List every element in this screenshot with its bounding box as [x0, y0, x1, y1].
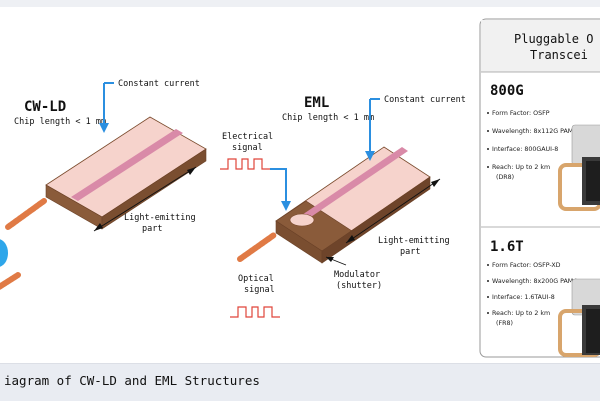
osfp-module-image	[558, 124, 600, 211]
cwld-current-arrowhead	[99, 123, 109, 133]
osfp-xd-module-image	[558, 278, 600, 357]
eml-signal-arrowhead	[281, 201, 291, 211]
bullet-icon	[487, 296, 489, 298]
bullet-icon	[487, 166, 489, 168]
card-800g-row-reach-note: (DR8)	[496, 174, 514, 181]
card-800g-row-reach: Reach: Up to 2 km	[492, 164, 550, 171]
card-1-6t-row-reach-note: (FR8)	[496, 320, 513, 327]
cwld-length-arrow-head-a	[94, 223, 103, 231]
cwld-diagram: CW-LD Chip length < 1 mm Constant curren…	[0, 79, 207, 291]
figure-caption: iagram of CW-LD and EML Structures	[4, 373, 260, 388]
card-1-6t-row-reach: Reach: Up to 2 km	[492, 310, 550, 317]
diagram-svg: CW-LD Chip length < 1 mm Constant curren…	[0, 18, 600, 358]
bullet-icon	[487, 130, 489, 132]
eml-electrical-waveform	[220, 158, 270, 170]
card-section-1-6t: 1.6T Form Factor: OSFP-XD Wavelength: 8x…	[487, 239, 600, 357]
card-section-800g: 800G Form Factor: OSFP Wavelength: 8x112…	[487, 83, 600, 211]
eml-optical-signal-line2: signal	[244, 285, 275, 295]
eml-modulator-pointer-head	[326, 257, 334, 262]
card-800g-row-wavelength: Wavelength: 8x112G PAM4	[492, 128, 577, 135]
eml-length-arrow	[345, 178, 441, 244]
cwld-light-emitting-line2: part	[142, 224, 162, 234]
card-header-line1: Pluggable O	[514, 32, 593, 46]
bullet-icon	[487, 312, 489, 314]
card-gen-1-6t: 1.6T	[490, 239, 524, 255]
eml-optical-waveform	[230, 306, 280, 318]
cwld-length-arrow	[93, 166, 197, 232]
eml-title: EML	[304, 95, 329, 111]
eml-length-arrow-head-a	[346, 235, 355, 243]
card-header-line2: Transcei	[530, 48, 588, 62]
cwld-chip-side	[101, 148, 207, 230]
cwld-title: CW-LD	[24, 99, 66, 115]
cwld-length-arrow-head-b	[187, 167, 196, 175]
eml-modulator-line2: (shutter)	[336, 281, 382, 291]
eml-light-emitting-line2: part	[400, 247, 420, 257]
cwld-chip-length: Chip length < 1 mm	[14, 117, 106, 127]
eml-light-emitting-line1: Light-emitting	[378, 236, 450, 246]
eml-signal-arrow-line	[270, 168, 287, 203]
bullet-icon	[487, 280, 489, 282]
eml-chip-length: Chip length < 1 mm	[282, 113, 374, 123]
cwld-beam-lower	[0, 272, 21, 291]
card-frame	[479, 18, 600, 358]
eml-output-beam	[237, 232, 277, 262]
card-800g-row-interface: Interface: 800GAUI-8	[492, 146, 558, 153]
cwld-waveguide-stripe	[71, 129, 183, 201]
eml-electrical-signal-line2: signal	[232, 143, 263, 153]
eml-current-arrowhead	[365, 151, 375, 161]
eml-modulator-line1: Modulator	[334, 270, 380, 280]
eml-electrical-signal-line1: Electrical	[222, 132, 273, 142]
transceiver-card: Pluggable O Transcei 800G Form Factor: O…	[479, 18, 600, 358]
card-800g-row-form: Form Factor: OSFP	[492, 110, 550, 117]
card-1-6t-row-form: Form Factor: OSFP-XD	[492, 262, 561, 269]
diagram-canvas: CW-LD Chip length < 1 mm Constant curren…	[0, 7, 600, 363]
eml-constant-current: Constant current	[384, 95, 466, 105]
bullet-icon	[487, 112, 489, 114]
card-1-6t-row-interface: Interface: 1.6TAUI-8	[492, 294, 555, 301]
eml-waveguide-stripe	[296, 147, 408, 223]
cwld-output-beam	[5, 198, 47, 230]
eml-modulator-pad	[289, 213, 315, 227]
card-gen-800g: 800G	[490, 83, 524, 99]
bullet-icon	[487, 148, 489, 150]
eml-optical-signal-line1: Optical	[238, 274, 274, 284]
eml-diagram: EML Chip length < 1 mm Constant current …	[220, 95, 466, 318]
bullet-icon	[487, 264, 489, 266]
cwld-lens	[0, 239, 8, 267]
card-header-bg	[481, 20, 600, 72]
cwld-constant-current: Constant current	[118, 79, 200, 89]
card-1-6t-row-wavelength: Wavelength: 8x200G PAM4	[492, 278, 577, 285]
eml-length-arrow-head-b	[431, 179, 440, 187]
cwld-light-emitting-line1: Light-emitting	[124, 213, 196, 223]
caption-bar: iagram of CW-LD and EML Structures	[0, 363, 600, 401]
